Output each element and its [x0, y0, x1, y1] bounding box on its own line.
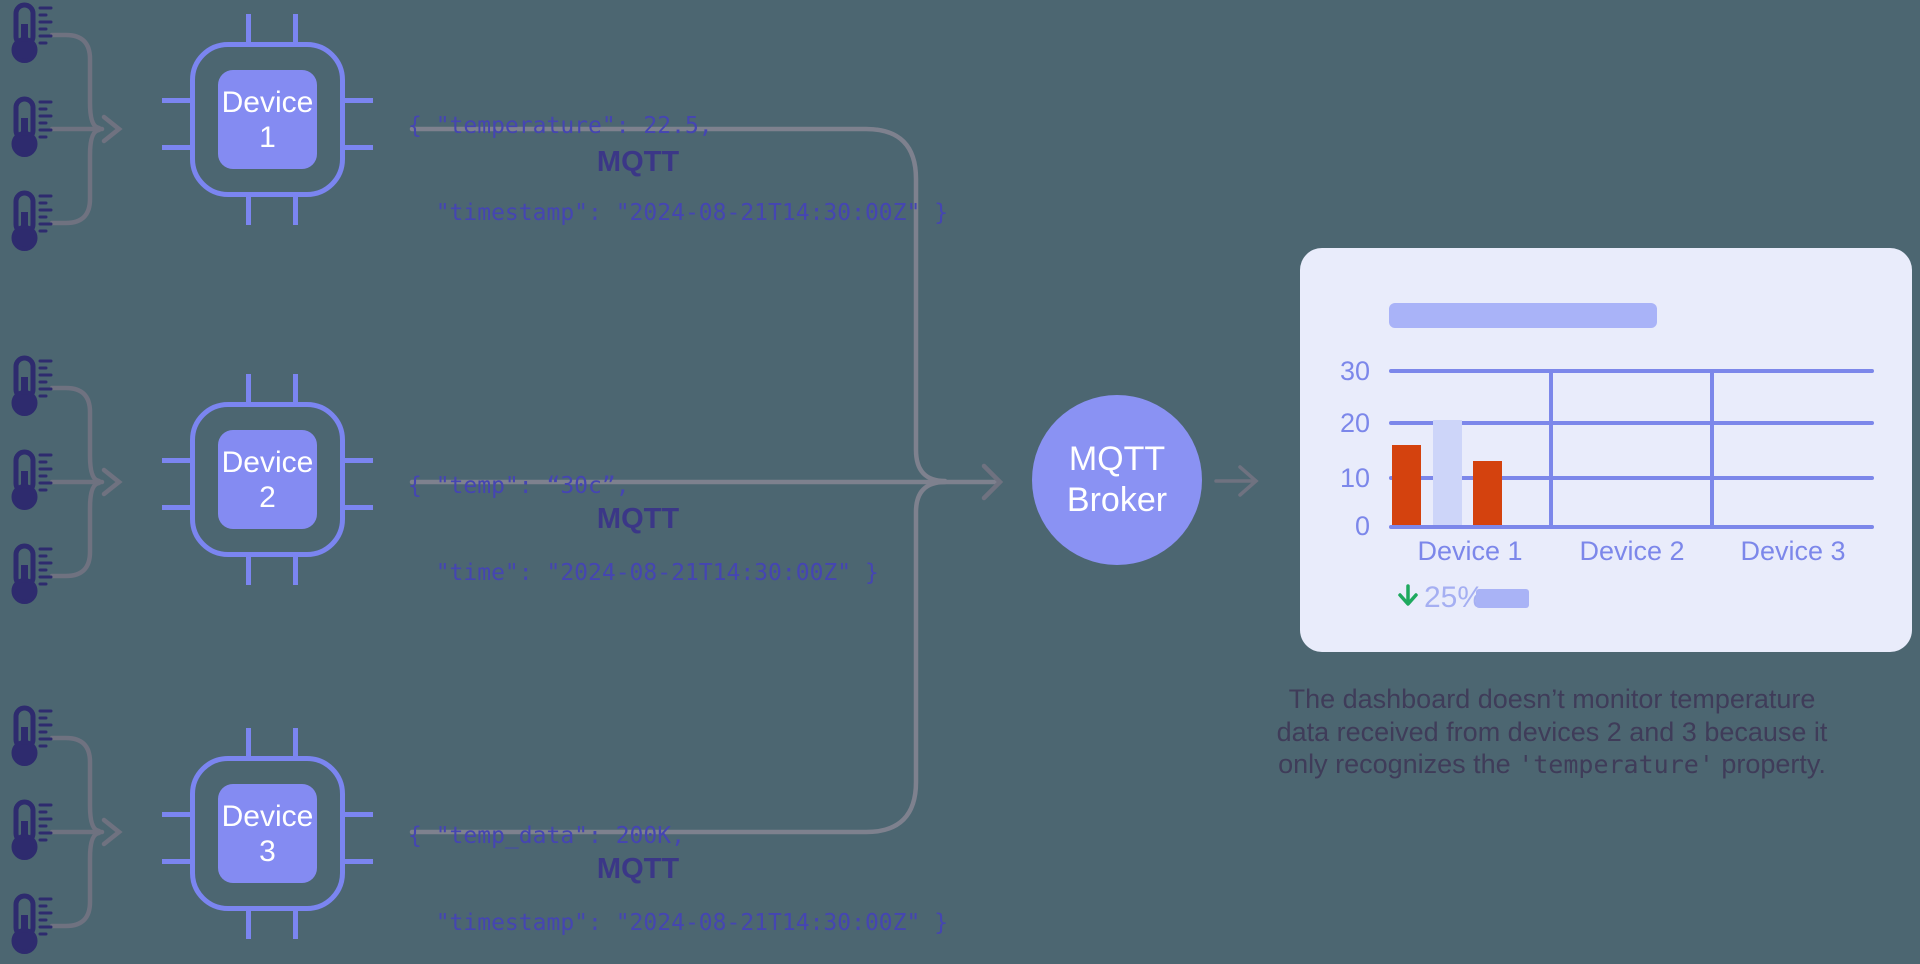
sensor-bracket-3: [49, 735, 123, 929]
thermometer-icon: [11, 2, 53, 63]
chart-bars: [1389, 371, 1874, 528]
chart-bar: [1473, 460, 1502, 528]
device-chip-body: Device 2: [218, 430, 317, 529]
thermometer-icon: [11, 449, 53, 510]
trend-pill: [1476, 589, 1529, 608]
payload-line: "timestamp": "2024-08-21T14:30:00Z" }: [408, 910, 949, 936]
caption-line-2: data received from devices 2 and 3 becau…: [1276, 716, 1828, 747]
gridline: [1389, 421, 1874, 425]
payload-line: "timestamp": "2024-08-21T14:30:00Z" }: [408, 200, 949, 226]
caption-line-1: The dashboard doesn’t monitor temperatur…: [1288, 684, 1816, 714]
device-chip-2: Device 2: [162, 374, 373, 585]
device-chip-body: Device 3: [218, 784, 317, 883]
x-axis-label: Device 1: [1417, 536, 1523, 566]
gridline: [1549, 371, 1553, 529]
sensor-bracket-1: [49, 32, 123, 226]
caption-code: 'temperature': [1518, 750, 1714, 779]
gridline: [1389, 369, 1874, 373]
x-axis-label: Device 3: [1740, 536, 1846, 566]
x-axis-line: [1389, 525, 1874, 529]
thermometer-icon: [11, 355, 53, 416]
chart-bar: [1392, 445, 1421, 528]
chart-bar: [1432, 419, 1462, 528]
payload-device-2: { "temp": “30c”, "time": "2024-08-21T14:…: [408, 414, 879, 646]
device-label: Device: [221, 445, 314, 479]
broker-label: Broker: [1066, 481, 1168, 519]
device-chip-1: Device 1: [162, 14, 373, 225]
mqtt-label-2: MQTT: [596, 503, 680, 535]
thermometer-icon: [11, 190, 53, 251]
gridline: [1389, 476, 1874, 480]
arrow-to-dashboard-icon: [1214, 465, 1259, 497]
trend-value: 25%: [1424, 581, 1485, 614]
mqtt-label-3: MQTT: [596, 853, 680, 885]
payload-line: { "temp": “30c”,: [408, 473, 630, 499]
trend-down-icon: [1398, 584, 1418, 606]
mqtt-merge-connector: [409, 126, 1001, 835]
payload-line: { "temperature": 22.5,: [408, 113, 713, 139]
device-chip-3: Device 3: [162, 728, 373, 939]
thermometer-icon: [11, 543, 53, 604]
device-label: Device: [221, 799, 314, 833]
y-axis-tick: 20: [1339, 408, 1370, 438]
payload-line: "time": "2024-08-21T14:30:00Z" }: [408, 560, 879, 586]
payload-device-3: { "temp_data": 200K, "timestamp": "2024-…: [408, 764, 948, 964]
broker-label: MQTT: [1068, 440, 1166, 478]
caption: The dashboard doesn’t monitor temperatur…: [1272, 683, 1832, 782]
thermometer-icon: [11, 893, 53, 954]
y-axis-tick: 30: [1339, 356, 1370, 386]
thermometer-icon: [11, 96, 53, 157]
thermometer-icon: [11, 705, 53, 766]
gridline: [1710, 371, 1714, 529]
device-chip-body: Device 1: [218, 70, 317, 169]
mqtt-broker-node: MQTT Broker: [1032, 395, 1202, 565]
y-axis-tick: 0: [1354, 511, 1370, 541]
mqtt-label-1: MQTT: [596, 146, 680, 178]
sensor-bracket-2: [49, 385, 123, 579]
x-axis-label: Device 2: [1579, 536, 1685, 566]
arrow-to-broker-icon: [981, 463, 1004, 501]
thermometer-icon: [11, 799, 53, 860]
device-label: Device: [221, 85, 314, 119]
device-number: 2: [259, 480, 276, 514]
device-number: 1: [259, 120, 276, 154]
chart-title-bar: [1389, 303, 1657, 328]
dashboard-card: 30 20 10 0 Device 1 Device 2 Device 3 25…: [1300, 248, 1912, 652]
caption-line-3: only recognizes the 'temperature' proper…: [1278, 749, 1826, 779]
payload-device-1: { "temperature": 22.5, "timestamp": "202…: [408, 54, 948, 286]
payload-line: { "temp_data": 200K,: [408, 823, 685, 849]
device-number: 3: [259, 834, 276, 868]
y-axis-tick: 10: [1339, 463, 1370, 493]
